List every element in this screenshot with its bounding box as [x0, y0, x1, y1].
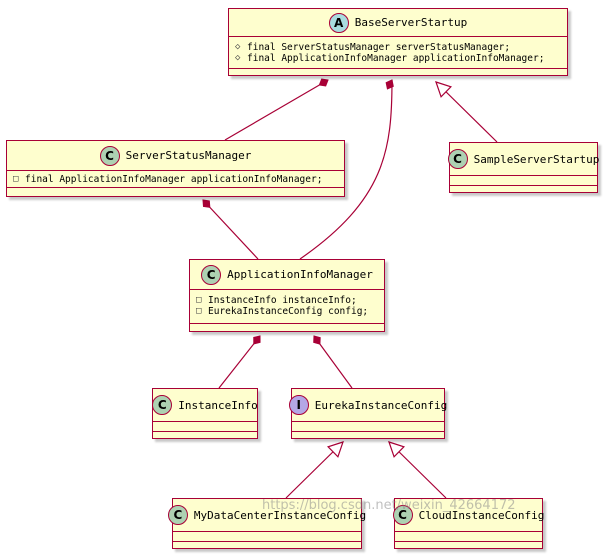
- class-eureka-instance-config[interactable]: I EurekaInstanceConfig: [288, 388, 448, 439]
- field-text: final ApplicationInfoManager application…: [25, 174, 323, 185]
- field-row: □ InstanceInfo instanceInfo;: [196, 295, 378, 306]
- composition-diamond-icon: [253, 335, 261, 345]
- protected-visibility-icon: ◇: [235, 42, 241, 52]
- composition-edge: [218, 335, 261, 389]
- class-name: BaseServerStartup: [354, 16, 468, 29]
- class-icon: C: [152, 395, 173, 415]
- field-list: [292, 422, 444, 432]
- class-cloud-instance-config[interactable]: C CloudInstanceConfig: [392, 498, 545, 549]
- class-my-data-center-instance-config[interactable]: C MyDataCenterInstanceConfig: [167, 498, 366, 549]
- class-server-status-manager[interactable]: C ServerStatusManager □ final Application…: [6, 140, 345, 197]
- field-list: [395, 532, 542, 542]
- class-base-server-startup[interactable]: A BaseServerStartup ◇ final ServerStatusM…: [228, 8, 568, 76]
- field-list: □ InstanceInfo instanceInfo; □ EurekaInsta…: [190, 290, 384, 324]
- class-name: MyDataCenterInstanceConfig: [193, 508, 367, 522]
- private-visibility-icon: □: [196, 295, 202, 305]
- class-icon: C: [201, 264, 222, 285]
- composition-diamond-icon: [318, 78, 329, 87]
- composition-edge: [224, 79, 329, 141]
- field-row: □ EurekaInstanceConfig config;: [196, 306, 378, 317]
- field-list: □ final ApplicationInfoManager applicatio…: [7, 171, 344, 188]
- class-application-info-manager[interactable]: C ApplicationInfoManager □ InstanceInfo i…: [189, 259, 385, 332]
- field-list: [450, 176, 597, 186]
- class-name: ApplicationInfoManager: [227, 268, 373, 281]
- class-sample-server-startup[interactable]: C SampleServerStartup: [447, 142, 600, 193]
- interface-icon: I: [288, 395, 309, 415]
- class-icon: C: [167, 505, 188, 525]
- field-row: ◇ final ServerStatusManager serverStatusM…: [235, 42, 561, 53]
- class-name: SampleServerStartup: [473, 152, 600, 166]
- composition-diamond-icon: [385, 79, 394, 90]
- class-name: ServerStatusManager: [125, 149, 252, 162]
- class-icon: C: [392, 505, 413, 525]
- field-list: ◇ final ServerStatusManager serverStatusM…: [229, 37, 567, 69]
- field-text: final ApplicationInfoManager application…: [247, 53, 545, 64]
- field-row: ◇ final ApplicationInfoManager applicatio…: [235, 53, 561, 64]
- composition-diamond-icon: [313, 335, 321, 345]
- private-visibility-icon: □: [13, 174, 19, 184]
- field-row: □ final ApplicationInfoManager applicatio…: [13, 174, 338, 185]
- protected-visibility-icon: ◇: [235, 53, 241, 63]
- class-instance-info[interactable]: C InstanceInfo: [152, 388, 258, 439]
- inheritance-triangle-icon: [326, 441, 344, 458]
- watermark: https://blog.csdn.net/weixin_42664172: [262, 498, 516, 513]
- class-icon: C: [99, 145, 120, 166]
- composition-diamond-icon: [202, 199, 211, 208]
- class-name: InstanceInfo: [178, 398, 258, 412]
- field-text: final ServerStatusManager serverStatusMa…: [247, 42, 511, 53]
- field-list: [173, 532, 361, 542]
- composition-edge: [202, 199, 259, 260]
- private-visibility-icon: □: [196, 306, 202, 316]
- class-name: CloudInstanceConfig: [418, 508, 545, 522]
- inheritance-triangle-icon: [388, 441, 406, 458]
- abstract-class-icon: A: [328, 12, 349, 33]
- class-name: EurekaInstanceConfig: [314, 398, 448, 412]
- class-icon: C: [447, 149, 468, 169]
- inheritance-triangle-icon: [435, 81, 452, 98]
- field-text: InstanceInfo instanceInfo;: [208, 295, 357, 306]
- composition-edge: [299, 79, 393, 260]
- field-text: EurekaInstanceConfig config;: [208, 306, 369, 317]
- field-list: [153, 422, 257, 432]
